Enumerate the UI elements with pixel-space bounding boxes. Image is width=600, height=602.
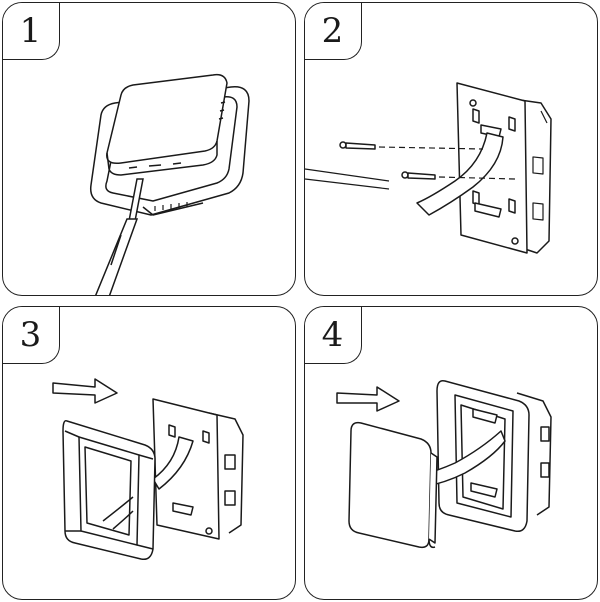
step-2-illustration (305, 3, 598, 296)
step-4-number: 4 (321, 314, 344, 355)
step-3-tab: 3 (3, 307, 60, 364)
cover-top (107, 75, 227, 164)
direction-arrow (337, 387, 399, 411)
step-4-panel: 4 (304, 306, 598, 600)
device-cover (349, 423, 431, 548)
step-1-number: 1 (19, 10, 42, 51)
step-3-illustration (3, 307, 296, 600)
screwdriver (95, 179, 143, 295)
step-1-tab: 1 (3, 3, 60, 60)
mounting-plate (153, 399, 219, 539)
direction-arrow (53, 379, 117, 403)
step-2-tab: 2 (305, 3, 362, 60)
screw-bottom (402, 172, 515, 179)
screw-top (340, 142, 483, 149)
step-2-panel: 2 (304, 2, 598, 296)
step-4-tab: 4 (305, 307, 362, 364)
step-4-illustration (305, 307, 598, 600)
step-1-illustration (3, 3, 296, 295)
step-3-panel: 3 (2, 306, 296, 600)
step-1-panel: 1 (2, 2, 296, 296)
ribbon-cable (417, 133, 503, 215)
step-2-number: 2 (321, 10, 344, 51)
cover-front (107, 141, 217, 175)
frame (63, 421, 155, 560)
step-3-number: 3 (19, 314, 42, 355)
